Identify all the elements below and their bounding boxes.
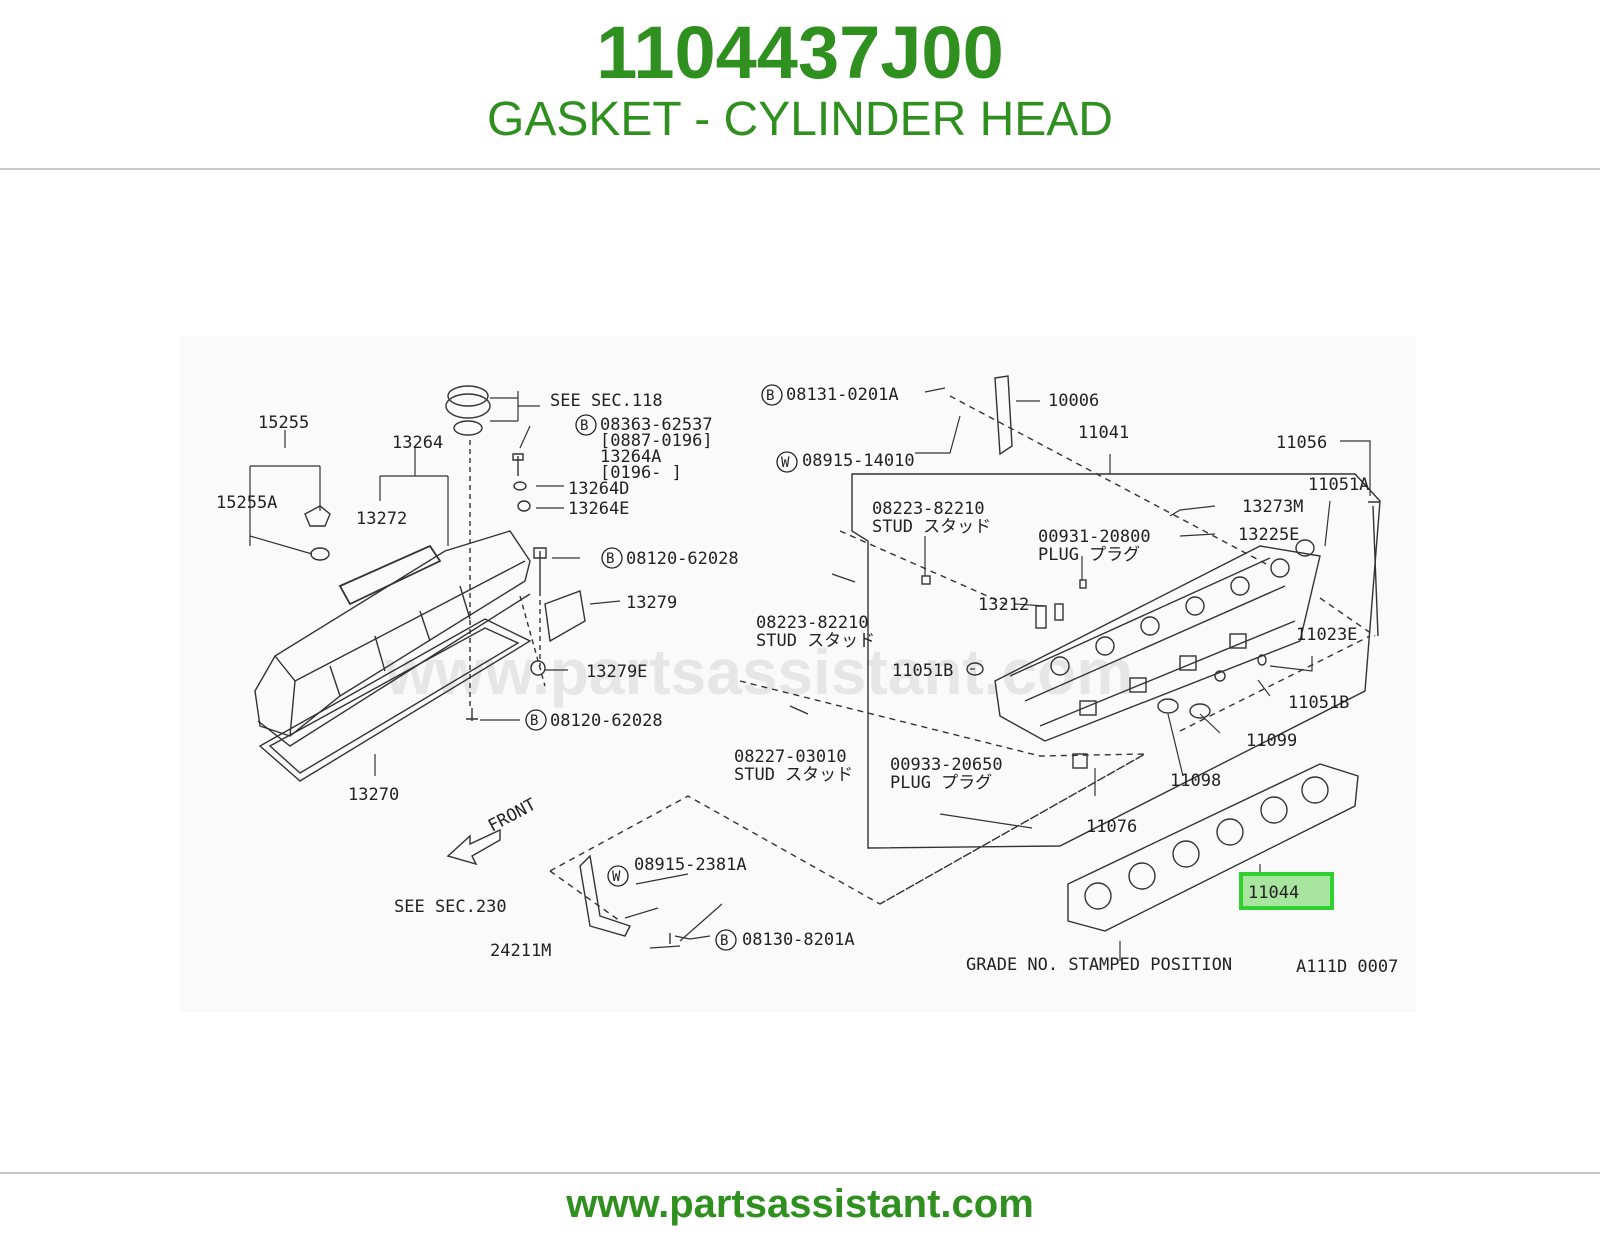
bolt-08120-drawing	[533, 547, 547, 591]
footer-site-link[interactable]: www.partsassistant.com	[566, 1182, 1034, 1226]
label-13264a[interactable]: 13264A	[600, 447, 661, 467]
label-grade-no-stamped-position: GRADE NO. STAMPED POSITION	[966, 955, 1232, 975]
label-stud-c-caption: STUD スタッド	[734, 765, 853, 785]
label-13279[interactable]: 13279	[626, 593, 677, 613]
label-08915-2381a[interactable]: 08915-2381A	[634, 855, 747, 875]
badge-b-08120b: B	[530, 713, 538, 729]
label-11051b-left[interactable]: 11051B	[892, 661, 953, 681]
bracket-10006-drawing	[994, 375, 1013, 456]
header-divider	[0, 168, 1600, 170]
exploded-parts-diagram: www.partsassistant.com	[216, 375, 1398, 977]
label-stud-08227-03010[interactable]: 08227-03010	[734, 747, 847, 767]
label-08131-0201a[interactable]: 08131-0201A	[786, 385, 899, 405]
bolt-08363-drawing	[512, 453, 524, 476]
cylinder-head-drawing	[994, 545, 1321, 742]
part-number: 1104437J00	[596, 11, 1004, 94]
label-plug-00933-20650[interactable]: 00933-20650	[890, 755, 1003, 775]
label-13273m[interactable]: 13273M	[1242, 497, 1303, 517]
label-10006[interactable]: 10006	[1048, 391, 1099, 411]
label-08130-8201a[interactable]: 08130-8201A	[742, 930, 855, 950]
bolt-11056-drawing	[1368, 501, 1380, 637]
label-15255a[interactable]: 15255A	[216, 493, 277, 513]
front-arrow-drawing	[446, 828, 501, 866]
badge-b-08120a: B	[606, 551, 614, 567]
label-11076[interactable]: 11076	[1086, 817, 1137, 837]
head-gasket-drawing	[1067, 763, 1359, 932]
label-13264d[interactable]: 13264D	[568, 479, 629, 499]
label-11051b-right[interactable]: 11051B	[1288, 693, 1349, 713]
label-plug-b-caption: PLUG プラグ	[890, 773, 992, 793]
label-13212[interactable]: 13212	[978, 595, 1029, 615]
label-11041[interactable]: 11041	[1078, 423, 1129, 443]
badge-b-08363: B	[580, 418, 588, 434]
breather-drawing	[447, 385, 489, 407]
label-08120-62028-top[interactable]: 08120-62028	[626, 549, 739, 569]
label-stud-08223-82210-b[interactable]: 08223-82210	[756, 613, 869, 633]
badge-w-08915a: W	[781, 455, 790, 471]
diagram-background	[180, 336, 1416, 1012]
label-see-sec-118[interactable]: SEE SEC.118	[550, 391, 663, 411]
footer-divider	[0, 1172, 1600, 1174]
label-13264e[interactable]: 13264E	[568, 499, 629, 519]
label-stud-08223-82210-a[interactable]: 08223-82210	[872, 499, 985, 519]
label-0196: [0196- ]	[600, 463, 682, 483]
label-08120-62028-bottom[interactable]: 08120-62028	[550, 711, 663, 731]
label-stud-b-caption: STUD スタッド	[756, 631, 875, 651]
label-plug-a-caption: PLUG プラグ	[1038, 545, 1140, 565]
badge-b-08131: B	[766, 388, 774, 404]
label-13279e[interactable]: 13279E	[586, 662, 647, 682]
label-13272[interactable]: 13272	[356, 509, 407, 529]
badge-w-08915b: W	[612, 869, 621, 885]
oil-filler-cap-drawing	[304, 505, 331, 527]
label-24211m[interactable]: 24211M	[490, 941, 551, 961]
cylinder-head-group-outline	[851, 473, 1381, 849]
label-plug-00931-20800[interactable]: 00931-20800	[1038, 527, 1151, 547]
label-front: FRONT	[485, 795, 540, 837]
page-header: 1104437J00 GASKET - CYLINDER HEAD	[0, 0, 1600, 168]
label-13225e[interactable]: 13225E	[1238, 525, 1299, 545]
label-11051a[interactable]: 11051A	[1308, 475, 1369, 495]
bracket-13279-drawing	[544, 590, 586, 643]
label-0887-0196: [0887-0196]	[600, 431, 713, 451]
rocker-cover-drawing	[254, 530, 531, 747]
label-15255[interactable]: 15255	[258, 413, 309, 433]
label-stud-a-caption: STUD スタッド	[872, 517, 991, 537]
label-figure-code: A111D 0007	[1296, 957, 1398, 977]
label-11023e[interactable]: 11023E	[1296, 625, 1357, 645]
bracket-24211m-drawing	[579, 854, 631, 937]
part-name: GASKET - CYLINDER HEAD	[487, 93, 1113, 146]
badge-b-08130: B	[720, 933, 728, 949]
label-11044[interactable]: 11044	[1248, 883, 1299, 903]
label-see-sec-230[interactable]: SEE SEC.230	[394, 897, 507, 917]
label-13270[interactable]: 13270	[348, 785, 399, 805]
label-08363-62537[interactable]: 08363-62537	[600, 415, 713, 435]
label-08915-14010[interactable]: 08915-14010	[802, 451, 915, 471]
label-11098[interactable]: 11098	[1170, 771, 1221, 791]
label-13264[interactable]: 13264	[392, 433, 443, 453]
highlight-11044[interactable]	[1239, 872, 1334, 910]
rocker-cover-gasket-drawing	[258, 618, 532, 782]
label-11099[interactable]: 11099	[1246, 731, 1297, 751]
label-11056[interactable]: 11056	[1276, 433, 1327, 453]
cap-seal-drawing	[310, 547, 330, 561]
